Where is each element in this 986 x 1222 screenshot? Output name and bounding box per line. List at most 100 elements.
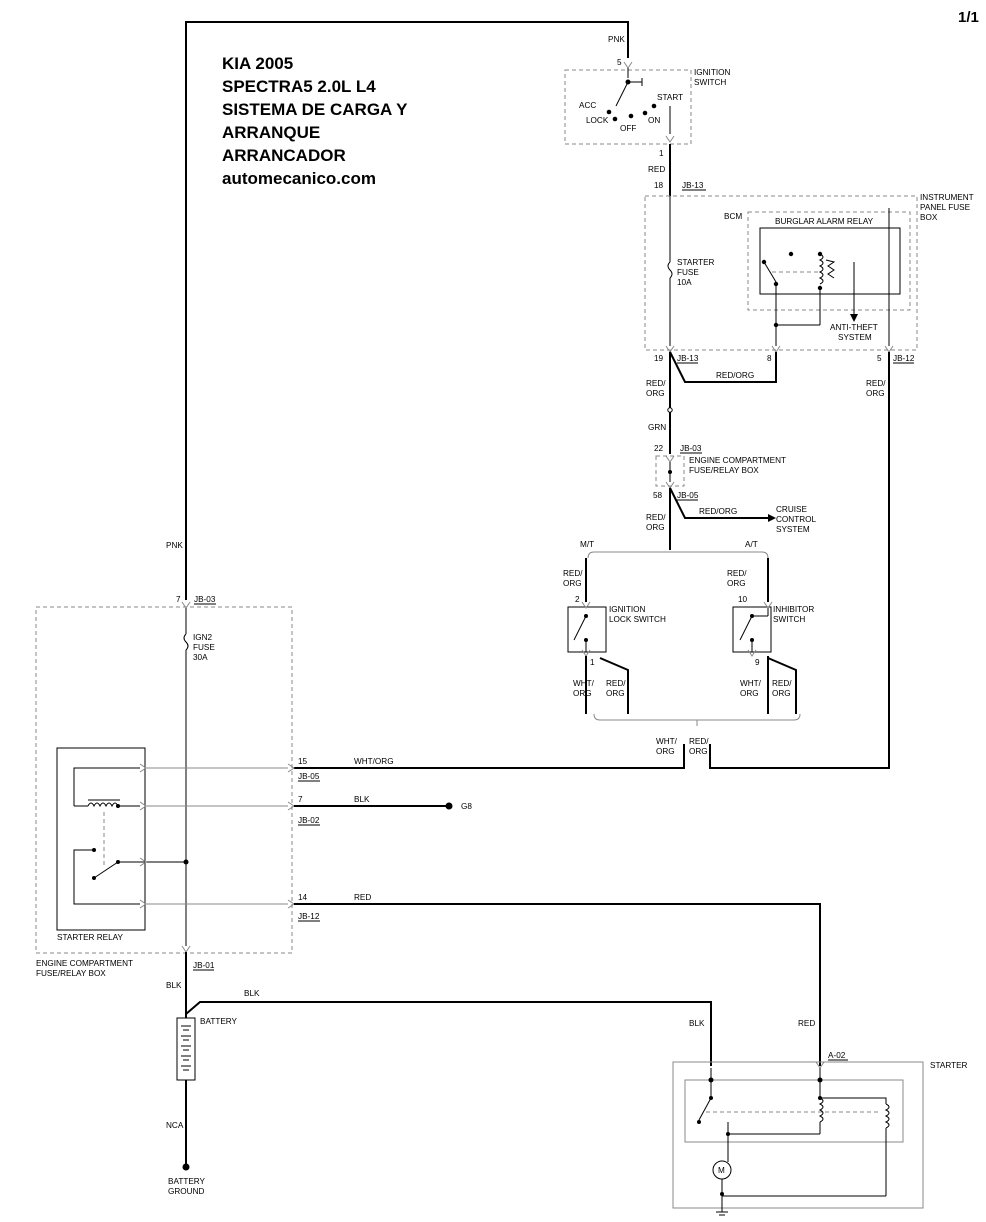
- ground-g8-label: G8: [461, 802, 472, 811]
- ip-name-3: BOX: [920, 213, 938, 222]
- title-line-4: ARRANQUE: [222, 123, 320, 142]
- nca-label: NCA: [166, 1121, 184, 1130]
- ign-lock-pin-in: 2: [575, 595, 580, 604]
- burglar-relay-label: BURGLAR ALARM RELAY: [775, 217, 874, 226]
- starter-fuse-3: 10A: [677, 278, 692, 287]
- inhibitor-red-l1: RED/: [772, 679, 792, 688]
- cruise-l3: SYSTEM: [776, 525, 810, 534]
- ground-g8-icon: [445, 802, 453, 810]
- at-label: A/T: [745, 540, 758, 549]
- pnk-top-label: PNK: [608, 35, 625, 44]
- ign-switch-pin-in: 5: [617, 58, 622, 67]
- ecf-main-name-1: ENGINE COMPARTMENT: [36, 959, 133, 968]
- merge-red-l1: RED/: [689, 737, 709, 746]
- ign-switch-pin-out: 1: [659, 149, 664, 158]
- ign-lock-name-1: IGNITION: [609, 605, 645, 614]
- ecf-main-box: 7 JB-03 IGN2 FUSE 30A STARTER RELAY: [35, 595, 320, 978]
- blk-g8-label: BLK: [354, 795, 370, 804]
- red-org-mid-l1: RED/: [646, 513, 666, 522]
- anti-theft-2: SYSTEM: [838, 333, 872, 342]
- inhibitor-pin-in: 10: [738, 595, 748, 604]
- ecf-main-conn-top: JB-03: [194, 595, 216, 604]
- ip-pin-5: 5: [877, 354, 882, 363]
- inhibitor-pin-out: 9: [755, 658, 760, 667]
- starter-conn: A-02: [828, 1051, 846, 1060]
- at-red-l1: RED/: [727, 569, 747, 578]
- ip-fuse-box: 18 JB-13 INSTRUMENT PANEL FUSE BOX START…: [644, 181, 974, 364]
- ign-lock-wht-l1: WHT/: [573, 679, 595, 688]
- red-org-l1: RED/: [646, 379, 666, 388]
- ecf-main-name-2: FUSE/RELAY BOX: [36, 969, 106, 978]
- red-wire-ign-label: RED: [648, 165, 665, 174]
- transmission-split: M/T A/T RED/ ORG RED/ ORG: [563, 540, 769, 602]
- red-org-bcm-label: RED/ORG: [716, 371, 754, 380]
- ecf-output-wires: WHT/ORG BLK G8 RED RED: [294, 757, 821, 1066]
- starter-label: STARTER: [930, 1061, 968, 1070]
- ecf-conn-14: JB-12: [298, 912, 320, 921]
- ecf-pin-15: 15: [298, 757, 308, 766]
- ip-pin-19: 19: [654, 354, 664, 363]
- pnk-left-label: PNK: [166, 541, 183, 550]
- merge-wht-l1: WHT/: [656, 737, 678, 746]
- diagram-title: KIA 2005 SPECTRA5 2.0L L4 SISTEMA DE CAR…: [222, 54, 408, 188]
- ignition-lock-switch: 2 IGNITION LOCK SWITCH 1 WHT/ ORG RED/ O…: [567, 595, 666, 714]
- cruise-l2: CONTROL: [776, 515, 816, 524]
- merge-red-l2: ORG: [689, 747, 708, 756]
- battery-label: BATTERY: [200, 1017, 238, 1026]
- red-org-l2: ORG: [646, 389, 665, 398]
- red-org-mid-l2: ORG: [646, 523, 665, 532]
- ip-pin-8: 8: [767, 354, 772, 363]
- inhibitor-name-2: SWITCH: [773, 615, 805, 624]
- ign-off-label: OFF: [620, 124, 636, 133]
- wht-org-label: WHT/ORG: [354, 757, 394, 766]
- ign-switch-name-1: IGNITION: [694, 68, 730, 77]
- ecf-pin-22: 22: [654, 444, 664, 453]
- red-wire-ign: RED: [648, 144, 671, 196]
- red-org-right-l2: ORG: [866, 389, 885, 398]
- ip-conn-top: JB-13: [682, 181, 704, 190]
- at-red-l2: ORG: [727, 579, 746, 588]
- ip-conn-19: JB-13: [677, 354, 699, 363]
- ecf-conn-58: JB-05: [677, 491, 699, 500]
- pnk-wire: PNK PNK: [166, 21, 629, 600]
- grn-label: GRN: [648, 423, 666, 432]
- inhibitor-red-l2: ORG: [772, 689, 791, 698]
- ignition-switch: 5 IGNITION SWITCH ACC LOCK OFF ON START …: [564, 58, 730, 158]
- red-org-wires-upper: RED/ORG RED/ ORG GRN RED/ ORG: [646, 351, 890, 769]
- ign-lock-red-l2: ORG: [606, 689, 625, 698]
- ign2-l2: FUSE: [193, 643, 215, 652]
- cruise-wire-label: RED/ORG: [699, 507, 737, 516]
- battery-icon: [176, 1017, 196, 1081]
- ip-pin-18: 18: [654, 181, 664, 190]
- ign-acc-label: ACC: [579, 101, 596, 110]
- battery-ground-1: BATTERY: [168, 1177, 206, 1186]
- ecf-pin-14: 14: [298, 893, 308, 902]
- ecf-conn-bottom: JB-01: [193, 961, 215, 970]
- title-line-5: ARRANCADOR: [222, 146, 346, 165]
- ecf-main-pin7: 7: [176, 595, 181, 604]
- ign-start-label: START: [657, 93, 683, 102]
- page-number: 1/1: [958, 9, 979, 26]
- ecf-small-name-1: ENGINE COMPARTMENT: [689, 456, 786, 465]
- ip-name-1: INSTRUMENT: [920, 193, 974, 202]
- merge-wht-l2: ORG: [656, 747, 675, 756]
- red-starter-label-2: RED: [798, 1019, 815, 1028]
- red-starter-label: RED: [354, 893, 371, 902]
- ecf-small-box: 22 JB-03 ENGINE COMPARTMENT FUSE/RELAY B…: [653, 444, 786, 501]
- ign2-l3: 30A: [193, 653, 208, 662]
- blk-starter-label-2: BLK: [689, 1019, 705, 1028]
- cruise-branch: RED/ORG CRUISE CONTROL SYSTEM RED/ ORG: [646, 487, 816, 550]
- starter: STARTER A-02 M: [672, 1051, 968, 1216]
- bcm-label: BCM: [724, 212, 742, 221]
- starter-fuse-2: FUSE: [677, 268, 699, 277]
- ign-lock-name-2: LOCK SWITCH: [609, 615, 666, 624]
- inhibitor-switch: 10 INHIBITOR SWITCH 9 WHT/ ORG RED/ ORG: [732, 595, 814, 714]
- anti-theft-1: ANTI-THEFT: [830, 323, 878, 332]
- inhibitor-name-1: INHIBITOR: [773, 605, 814, 614]
- blk-starter-label: BLK: [244, 989, 260, 998]
- ign-on-label: ON: [648, 116, 660, 125]
- battery-ground-icon: [182, 1163, 190, 1171]
- title-line-1: KIA 2005: [222, 54, 293, 73]
